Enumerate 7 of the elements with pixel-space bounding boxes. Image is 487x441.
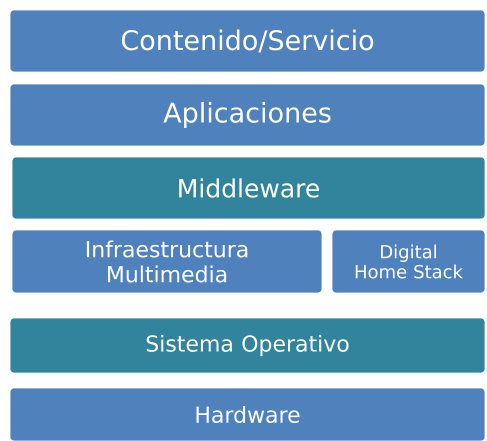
layer-box: Aplicaciones — [10, 84, 486, 146]
layer-box: Infraestructura Multimedia — [12, 230, 322, 294]
layer-box: Middleware — [12, 156, 486, 220]
layer-box: Sistema Operativo — [10, 318, 486, 374]
layer-box: Contenido/Servicio — [10, 10, 486, 72]
layer-box: Hardware — [10, 388, 486, 441]
layer-box: Digital Home Stack — [332, 230, 486, 294]
